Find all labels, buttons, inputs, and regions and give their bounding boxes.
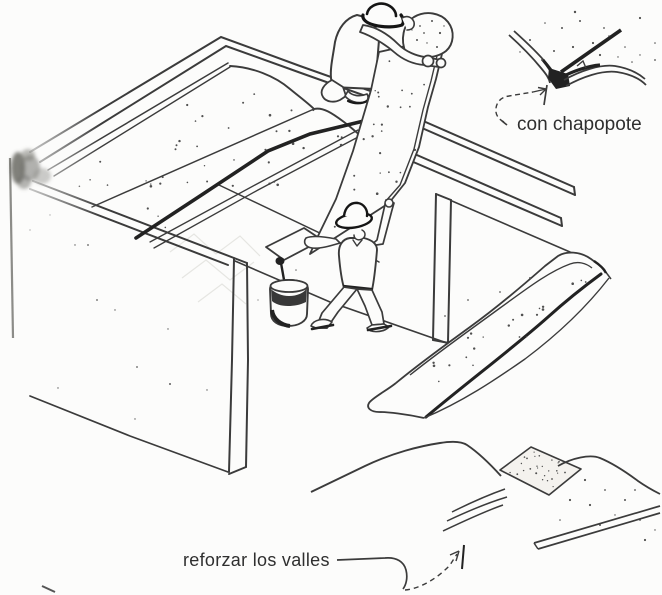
svg-text:con chapopote: con chapopote bbox=[517, 114, 642, 135]
svg-text:reforzar los valles: reforzar los valles bbox=[183, 550, 330, 570]
